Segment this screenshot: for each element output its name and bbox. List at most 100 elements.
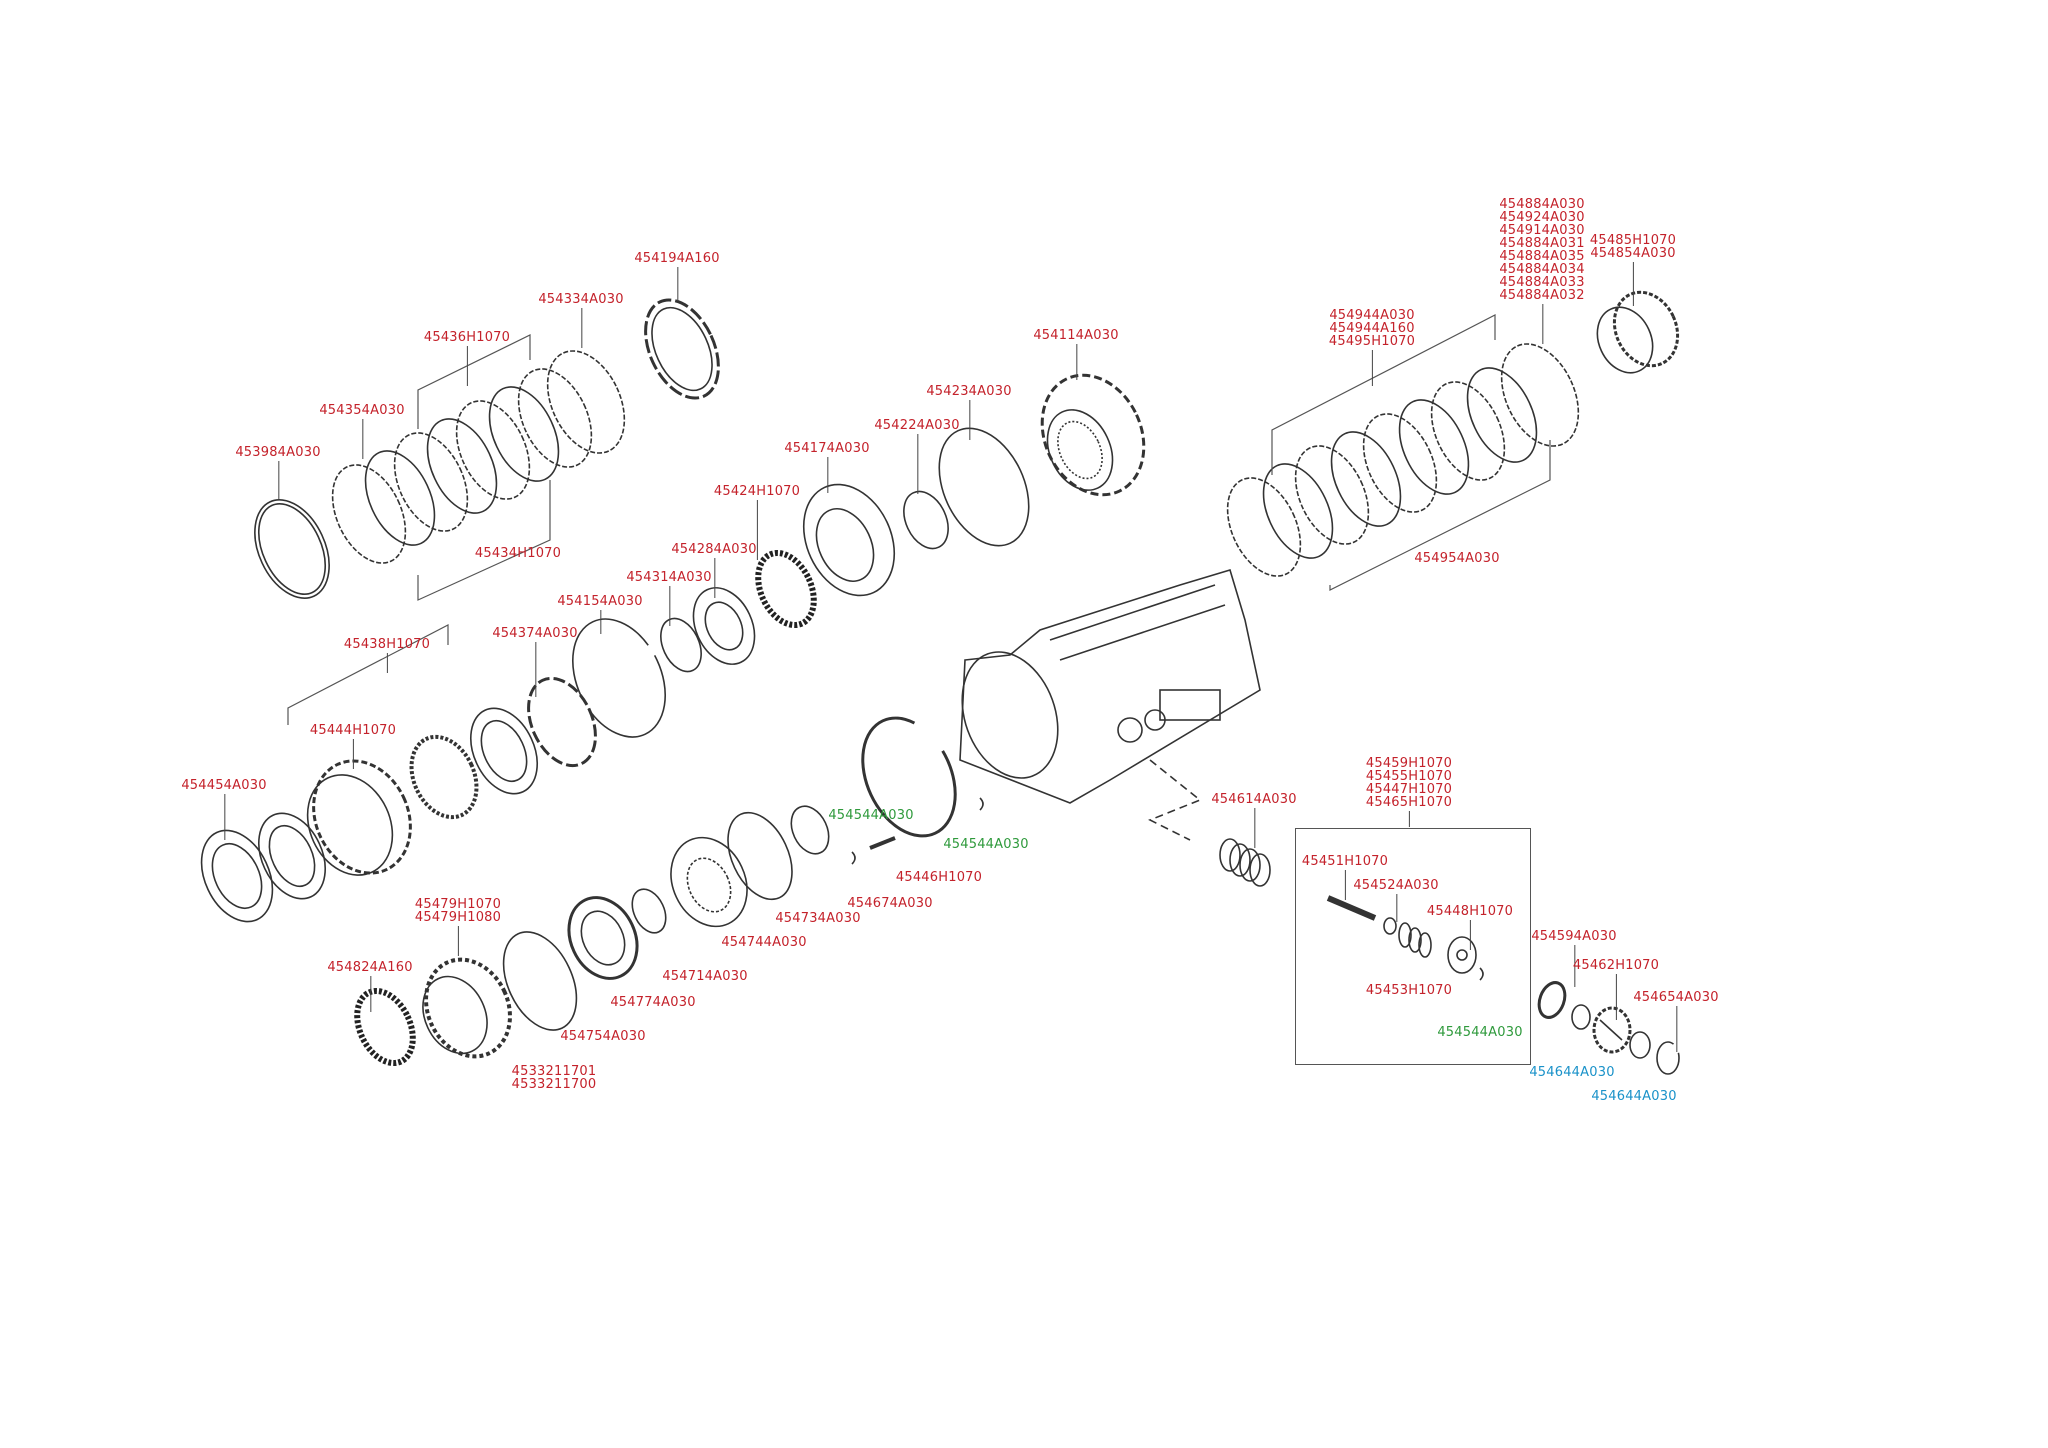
label-45485-group[interactable]: 45485H1070 454854A030: [1590, 234, 1676, 306]
bearing-454754: [567, 896, 639, 980]
label-454194A160[interactable]: 454194A160: [634, 251, 720, 301]
o-ring-454224: [903, 490, 949, 550]
label-454644A030-blue-b[interactable]: 454644A030: [1591, 1089, 1677, 1104]
label-453984A030[interactable]: 453984A030: [235, 445, 321, 499]
label-454884A035: 454884A035: [1499, 249, 1585, 264]
label-45455H1070: 45455H1070: [1365, 769, 1453, 784]
label-454594A030[interactable]: 454594A030: [1531, 929, 1617, 987]
piston-45462: [1592, 1006, 1632, 1054]
brake-band-45446: [861, 716, 957, 838]
label-454544A030-green-c[interactable]: 454544A030: [1437, 1025, 1523, 1040]
retainer-454374: [527, 676, 597, 768]
plate-454284: [692, 587, 756, 665]
plate-left: [258, 812, 326, 900]
label-45459H1070: 45459H1070: [1365, 756, 1453, 771]
label-454644A030-blue-a[interactable]: 454644A030: [1529, 1065, 1615, 1080]
label-454824A160[interactable]: 454824A160: [327, 960, 413, 1012]
o-ring-454774: [631, 888, 667, 934]
ring-gear-454824: [354, 987, 416, 1067]
label-454614A030[interactable]: 454614A030: [1211, 792, 1297, 848]
plate-454454: [200, 829, 274, 923]
hub-45438: [409, 734, 479, 820]
label-45453H1070[interactable]: 45453H1070: [1365, 983, 1453, 998]
label-454174A030[interactable]: 454174A030: [784, 441, 870, 493]
clip-a: [851, 851, 856, 865]
hub-45485: [1596, 290, 1680, 374]
drum-454114: [1040, 373, 1146, 497]
carrier-45479: [422, 957, 512, 1059]
o-ring-454644-b: [1629, 1031, 1651, 1059]
piston-454174: [802, 483, 896, 597]
label-454114A030[interactable]: 454114A030: [1033, 328, 1119, 380]
label-454234A030[interactable]: 454234A030: [926, 384, 1012, 440]
label-45446H1070[interactable]: 45446H1070: [895, 870, 983, 885]
label-4533211701[interactable]: 4533211701 4533211700: [512, 1065, 597, 1091]
plug-45448: [1447, 936, 1477, 974]
label-454714A030[interactable]: 454714A030: [662, 969, 748, 984]
label-454544A030-green-a[interactable]: 454544A030: [828, 808, 914, 823]
label-454374A030[interactable]: 454374A030: [492, 626, 578, 697]
label-45462H1070[interactable]: 45462H1070: [1572, 958, 1660, 1020]
label-454154A030[interactable]: 454154A030: [557, 594, 643, 634]
label-454654A030[interactable]: 454654A030: [1633, 990, 1719, 1052]
washer-454524: [1383, 917, 1397, 935]
label-45479H1070: 45479H1070: [414, 897, 502, 912]
valve-assembly-box: [1295, 828, 1531, 1065]
retainer-454194: [644, 298, 720, 400]
label-454884A032: 454884A032: [1499, 288, 1585, 303]
label-45424H1070[interactable]: 45424H1070: [713, 484, 801, 560]
label-45448H1070[interactable]: 45448H1070: [1426, 904, 1514, 950]
label-454944A160: 454944A160: [1329, 321, 1415, 336]
label-454884A030: 454884A030: [1499, 197, 1585, 212]
label-45459-group[interactable]: 45459H1070 45455H1070 45447H1070 45465H1…: [1365, 756, 1453, 827]
label-454754A030[interactable]: 454754A030: [560, 1029, 646, 1044]
seal-454594: [1537, 981, 1567, 1019]
label-454674A030[interactable]: 454674A030: [847, 896, 933, 911]
label-45438H1070[interactable]: 45438H1070: [343, 637, 431, 673]
spring-45453: [1398, 922, 1432, 958]
label-45451H1070[interactable]: 45451H1070: [1301, 854, 1389, 900]
label-454314A030[interactable]: 454314A030: [626, 570, 712, 626]
label-454954A030[interactable]: 454954A030: [1414, 551, 1500, 566]
snap-ring-453984: [254, 499, 330, 599]
label-454884A034: 454884A034: [1499, 262, 1585, 277]
label-45447H1070: 45447H1070: [1365, 782, 1453, 797]
label-454544A030-green-b[interactable]: 454544A030: [943, 837, 1029, 852]
o-ring-454734: [790, 805, 830, 855]
plate-lower: [470, 707, 538, 795]
clutch-pack-right: [1226, 314, 1580, 591]
label-4533211700: 4533211700: [511, 1077, 597, 1092]
pin-454674: [869, 836, 896, 850]
label-454454A030[interactable]: 454454A030: [181, 778, 267, 840]
drum-45444: [306, 759, 412, 876]
label-454944A030: 454944A030: [1329, 308, 1415, 323]
label-454224A030[interactable]: 454224A030: [874, 418, 960, 494]
label-454284A030[interactable]: 454284A030: [671, 542, 757, 598]
o-ring-4533211701: [502, 931, 578, 1031]
label-454734A030[interactable]: 454734A030: [775, 911, 861, 926]
snap-ring-454314: [660, 617, 702, 673]
bearing-45424: [755, 549, 817, 629]
transmission-case: [959, 569, 1261, 841]
label-454334A030[interactable]: 454334A030: [538, 292, 624, 348]
label-45479[interactable]: 45479H1070 45479H1080: [414, 897, 502, 956]
label-45436H1070[interactable]: 45436H1070: [423, 330, 511, 386]
label-454744A030[interactable]: 454744A030: [721, 935, 807, 950]
label-45434H1070[interactable]: 45434H1070: [474, 546, 562, 561]
label-454854A030: 454854A030: [1590, 246, 1676, 261]
label-454884-group[interactable]: 454884A030 454924A030 454914A030 454884A…: [1499, 197, 1585, 344]
clip-b: [979, 797, 984, 811]
label-45479H1080: 45479H1080: [414, 910, 502, 925]
o-ring-454234: [938, 427, 1030, 547]
label-45444H1070[interactable]: 45444H1070: [309, 723, 397, 769]
label-454774A030[interactable]: 454774A030: [610, 995, 696, 1010]
spring-454614: [1219, 838, 1271, 887]
label-454354A030[interactable]: 454354A030: [319, 403, 405, 459]
label-454944-group[interactable]: 454944A030 454944A160 45495H1070: [1329, 308, 1415, 386]
label-454884A033: 454884A033: [1499, 275, 1585, 290]
o-ring-454744: [727, 811, 793, 901]
o-ring-454644-a: [1571, 1004, 1591, 1030]
label-454524A030[interactable]: 454524A030: [1353, 878, 1439, 922]
